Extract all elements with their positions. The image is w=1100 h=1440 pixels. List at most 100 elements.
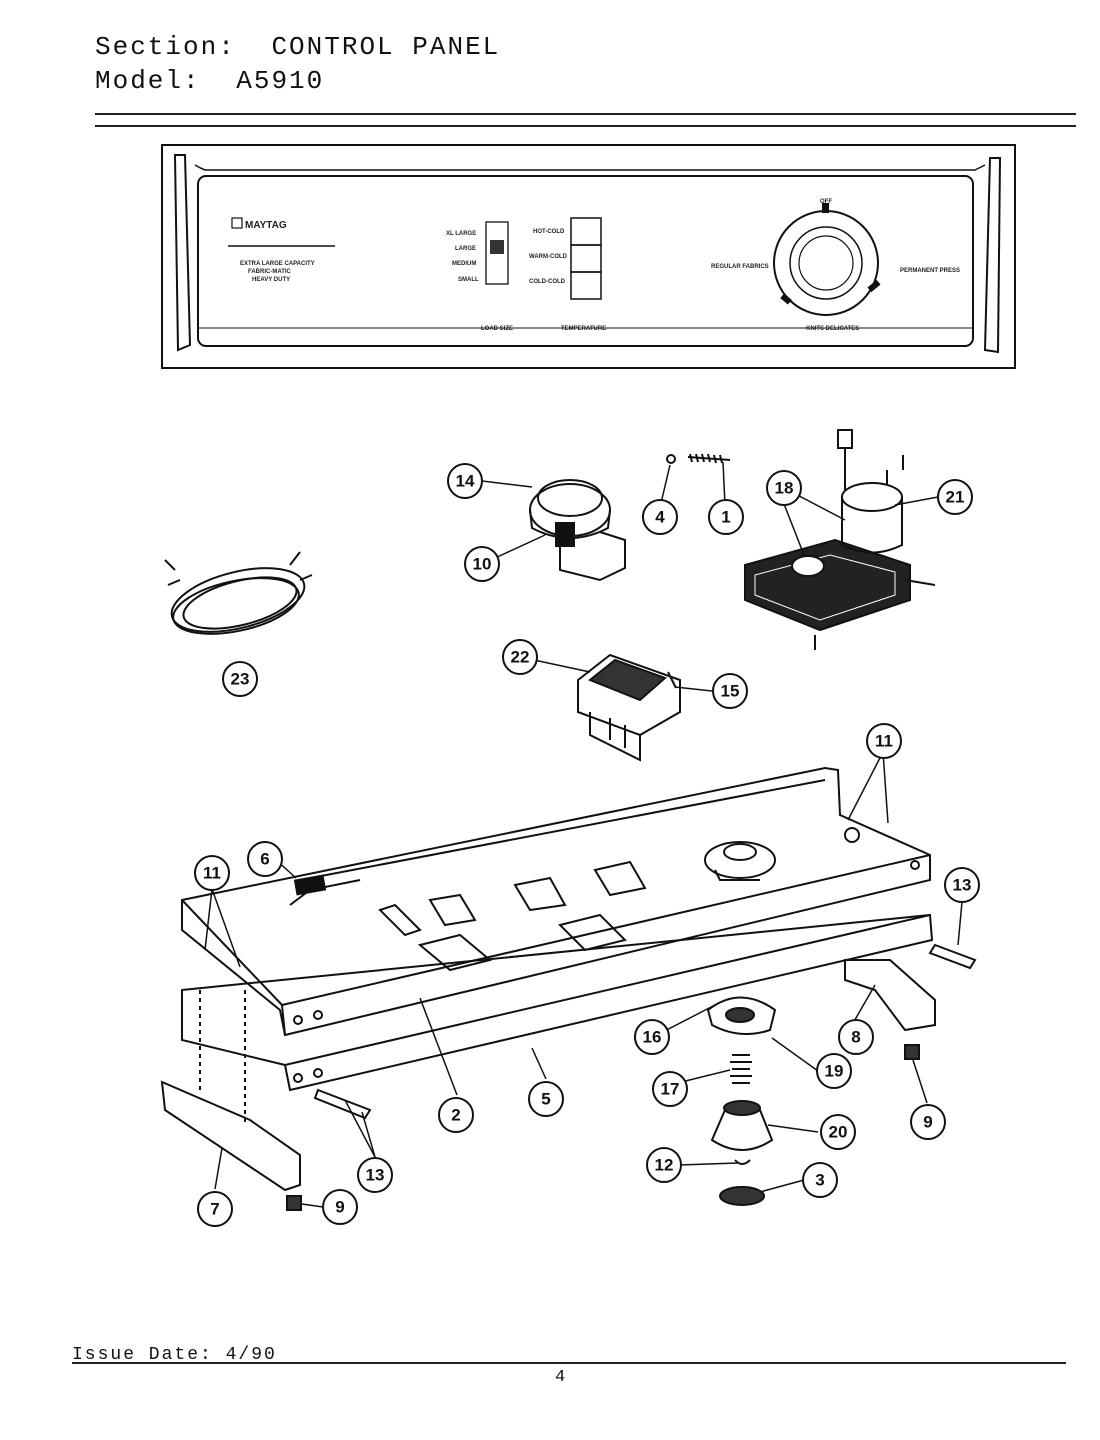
model-value: A5910 <box>236 66 325 96</box>
dial-regular-fabrics: REGULAR FABRICS <box>711 264 769 270</box>
callout-circle <box>646 1147 682 1183</box>
callout-number: 7 <box>210 1200 219 1219</box>
callout-2: 2 <box>438 1097 474 1133</box>
callout-number: 13 <box>366 1166 385 1185</box>
callout-circle <box>838 1019 874 1055</box>
callout-circle <box>866 723 902 759</box>
callout-13: 13 <box>357 1157 393 1193</box>
callout-number: 9 <box>335 1198 344 1217</box>
callout-number: 13 <box>953 876 972 895</box>
callout-circle <box>816 1053 852 1089</box>
callout-number: 10 <box>473 555 492 574</box>
callout-13: 13 <box>944 867 980 903</box>
callout-number: 22 <box>511 648 530 667</box>
load-size-label: LOAD SIZE <box>481 326 513 332</box>
pushbutton-switch-drawing <box>577 653 681 762</box>
callout-circle <box>438 1097 474 1133</box>
callout-circle <box>447 463 483 499</box>
load-size-large: LARGE <box>455 246 476 252</box>
callout-circle <box>944 867 980 903</box>
callout-number: 9 <box>923 1113 932 1132</box>
issue-date: Issue Date: 4/90 <box>72 1345 277 1365</box>
callout-7: 7 <box>197 1191 233 1227</box>
temp-warm-cold: WARM-COLD <box>529 254 568 260</box>
model-label: Model: <box>95 66 201 96</box>
tagline-2: FABRIC-MATIC <box>248 269 292 275</box>
callout-4: 4 <box>642 499 678 535</box>
temp-cold-cold: COLD-COLD <box>529 279 566 285</box>
callout-circle <box>222 661 258 697</box>
callout-number: 23 <box>231 670 250 689</box>
callout-18: 18 <box>766 470 802 506</box>
dial-permanent-press: PERMANENT PRESS <box>900 268 960 274</box>
callout-circle <box>712 673 748 709</box>
callout-21: 21 <box>937 479 973 515</box>
timer-drawing <box>529 479 626 582</box>
page-number: 4 <box>555 1368 566 1387</box>
callout-circle <box>464 546 500 582</box>
callout-number: 6 <box>260 850 269 869</box>
callout-number: 11 <box>875 732 893 751</box>
callout-19: 19 <box>816 1053 852 1089</box>
callout-number: 2 <box>451 1106 460 1125</box>
callout-circle <box>247 841 283 877</box>
callout-5: 5 <box>528 1081 564 1117</box>
section-value: CONTROL PANEL <box>271 32 501 62</box>
callout-10: 10 <box>464 546 500 582</box>
grommet-and-spring-drawing <box>666 453 731 464</box>
control-console-panel <box>161 144 1016 369</box>
callout-9: 9 <box>322 1189 358 1225</box>
knob-assembly-drawing <box>706 996 777 1206</box>
callout-circle <box>642 499 678 535</box>
callout-number: 15 <box>721 682 740 701</box>
model-heading: Model: A5910 <box>95 66 324 96</box>
callout-1: 1 <box>708 499 744 535</box>
callout-circle <box>708 499 744 535</box>
brand-logo: MAYTAG <box>245 220 287 231</box>
callout-circle <box>937 479 973 515</box>
callout-number: 11 <box>203 864 221 883</box>
callout-number: 19 <box>825 1062 844 1081</box>
wire-harness-drawing <box>164 551 313 635</box>
callout-circle <box>197 1191 233 1227</box>
callout-number: 8 <box>851 1028 860 1047</box>
callout-number: 14 <box>456 472 475 491</box>
callout-circle <box>528 1081 564 1117</box>
callout-circle <box>802 1162 838 1198</box>
callout-11: 11 <box>866 723 902 759</box>
footer-rule <box>72 1362 1066 1364</box>
callout-20: 20 <box>820 1114 856 1150</box>
header-rule-bottom <box>95 125 1076 127</box>
load-size-medium: MEDIUM <box>452 261 476 267</box>
callout-8: 8 <box>838 1019 874 1055</box>
callout-11: 11 <box>194 855 230 891</box>
callout-16: 16 <box>634 1019 670 1055</box>
callout-number: 5 <box>541 1090 550 1109</box>
callout-3: 3 <box>802 1162 838 1198</box>
control-bracket-assembly <box>160 766 977 1211</box>
callout-number: 12 <box>655 1156 674 1175</box>
callout-circle <box>322 1189 358 1225</box>
callout-circle <box>502 639 538 675</box>
callout-number: 17 <box>661 1080 680 1099</box>
callout-22: 22 <box>502 639 538 675</box>
console-text: MAYTAG EXTRA LARGE CAPACITY FABRIC-MATIC… <box>240 199 960 332</box>
callout-number: 21 <box>946 488 965 507</box>
load-size-xl: XL LARGE <box>446 231 476 237</box>
callout-circle <box>910 1104 946 1140</box>
tagline-1: EXTRA LARGE CAPACITY <box>240 261 315 267</box>
dial-off: OFF <box>820 199 832 205</box>
load-size-small: SMALL <box>458 277 479 283</box>
callout-number: 18 <box>775 479 794 498</box>
callout-number: 4 <box>655 508 665 527</box>
section-label: Section: <box>95 32 236 62</box>
callout-6: 6 <box>247 841 283 877</box>
callout-circle <box>820 1114 856 1150</box>
callout-circle <box>652 1071 688 1107</box>
callout-23: 23 <box>222 661 258 697</box>
callout-15: 15 <box>712 673 748 709</box>
tagline-3: HEAVY DUTY <box>252 277 290 283</box>
callout-circle <box>194 855 230 891</box>
